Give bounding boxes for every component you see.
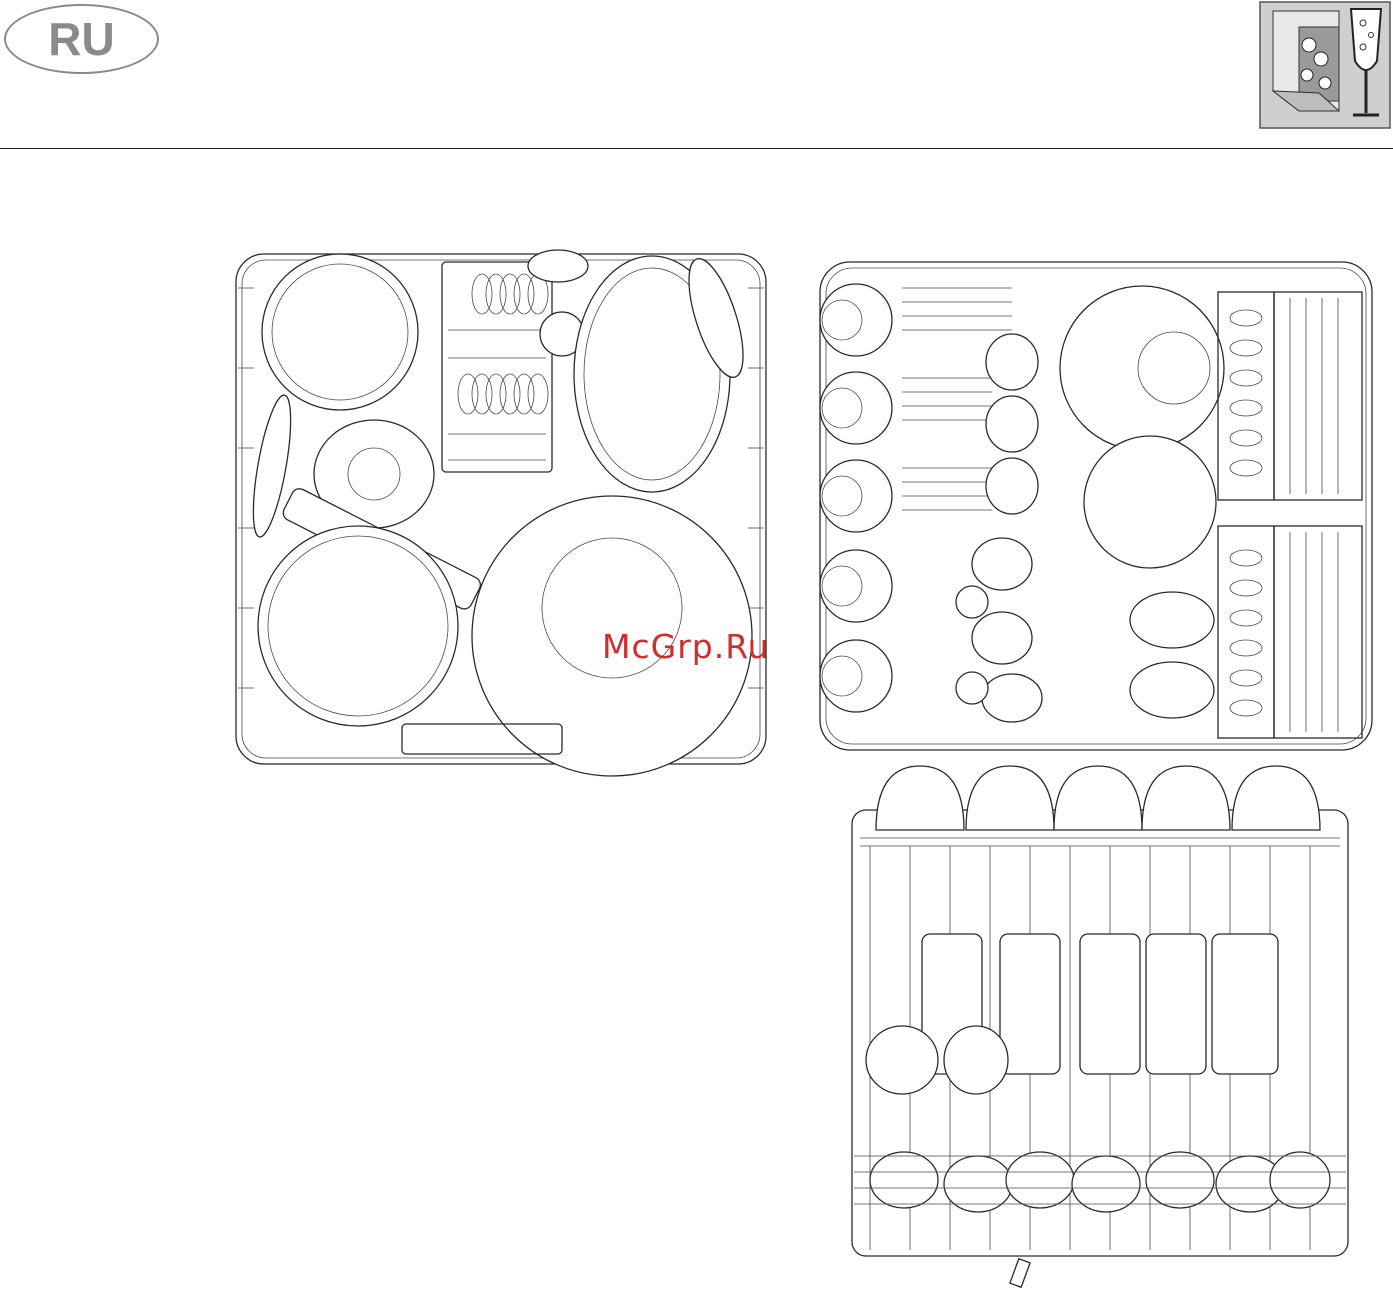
upper-rack-loaded-top-view: [812, 258, 1378, 754]
upper-rack-loaded-front-view: [840, 760, 1360, 1292]
header-rule: [0, 148, 1393, 149]
lower-rack-loaded-top-view: [234, 248, 770, 768]
language-badge: RU: [4, 4, 159, 74]
watermark-text: McGrp.Ru: [602, 627, 770, 666]
language-code: RU: [48, 12, 114, 66]
dishwasher-wineglass-icon: [1259, 1, 1391, 129]
